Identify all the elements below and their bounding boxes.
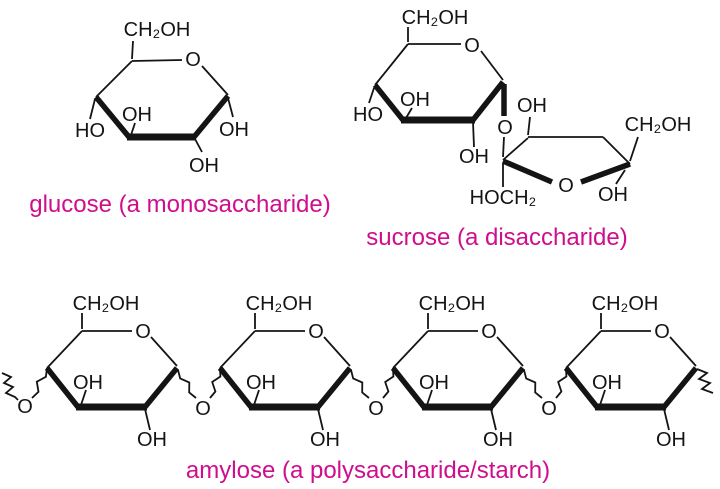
sucrose-fructose-ring: OH CH₂OH O OH HOCH₂ <box>470 95 692 209</box>
amylose-chain-terminals: O <box>1 367 714 418</box>
amylose-ring-4-bonds <box>563 313 699 431</box>
glycosidic-oxygen-label: O <box>497 117 513 139</box>
glycosidic-oxygen-label: O <box>368 398 384 420</box>
ch2oh-label: CH₂OH <box>402 7 469 29</box>
sucrose-glucose-ring: CH₂OH O OH HO OH O <box>353 7 513 168</box>
hydroxyl-label: OH <box>656 429 686 451</box>
ch2oh-label: CH₂OH <box>73 293 140 315</box>
hydroxyl-label: OH <box>73 372 103 394</box>
ring-oxygen-label: O <box>135 321 151 343</box>
sucrose-caption: sucrose (a disaccharide) <box>366 224 627 251</box>
amylose-ring-3-bonds <box>390 313 526 431</box>
glucose-caption: glucose (a monosaccharide) <box>29 191 331 218</box>
hydroxyl-label: OH <box>592 372 622 394</box>
amylose-ring-2-bonds <box>217 313 353 431</box>
amylose-ring-1: CH₂OH O OH OH <box>44 293 180 451</box>
hydroxyl-label: OH <box>517 95 547 117</box>
hydroxyl-label: OH <box>483 429 513 451</box>
amylose-ring-3: CH₂OH O OH OH <box>390 293 526 451</box>
ch2oh-label: CH₂OH <box>419 293 486 315</box>
amylose-structure: O CH₂OH O OH OH O C <box>1 293 714 451</box>
ring-oxygen-label: O <box>654 321 670 343</box>
ring-oxygen-label: O <box>464 35 480 57</box>
glycosidic-oxygen-label: O <box>541 398 557 420</box>
glycosidic-oxygen-label: O <box>195 398 211 420</box>
ch2oh-label: CH₂OH <box>625 114 692 136</box>
glycosidic-bridge-1: O <box>177 367 222 420</box>
glycosidic-bridge-3: O <box>523 367 568 420</box>
ch2oh-label: CH₂OH <box>592 293 659 315</box>
amylose-ring-2: CH₂OH O OH OH <box>217 293 353 451</box>
right-chain-squiggle <box>696 368 714 394</box>
amylose-ring-4: CH₂OH O OH OH <box>563 293 699 451</box>
ring-oxygen-label: O <box>185 49 201 71</box>
sucrose-glucose-bonds <box>368 27 507 158</box>
ch2oh-label: CH₂OH <box>124 19 191 41</box>
hydroxyl-label: HO <box>75 120 105 142</box>
glucose-structure: CH₂OH O OH HO OH OH <box>75 19 249 177</box>
hydroxyl-label: OH <box>419 372 449 394</box>
hydroxyl-label: OH <box>219 119 249 141</box>
sucrose-fructose-bonds <box>501 116 639 187</box>
hydroxyl-label: OH <box>122 104 152 126</box>
ring-oxygen-label: O <box>558 175 574 197</box>
hydroxyl-label: OH <box>137 429 167 451</box>
hydroxyl-label: OH <box>400 89 430 111</box>
ring-oxygen-label: O <box>308 321 324 343</box>
hydroxyl-label: OH <box>189 155 219 177</box>
amylose-caption: amylose (a polysaccharide/starch) <box>186 457 550 484</box>
left-chain-squiggle <box>1 372 19 401</box>
ch2oh-label: CH₂OH <box>246 293 313 315</box>
sucrose-structure: CH₂OH O OH HO OH O OH CH₂OH O OH HOCH₂ <box>353 7 691 209</box>
ring-oxygen-label: O <box>481 321 497 343</box>
hydroxyl-label: OH <box>598 184 628 206</box>
amylose-ring-1-bonds <box>44 313 180 431</box>
hoch2-label: HOCH₂ <box>470 187 537 209</box>
glucose-bonds <box>89 40 234 153</box>
glycosidic-oxygen-label: O <box>17 396 33 418</box>
glycosidic-bridge-2: O <box>350 367 395 420</box>
hydroxyl-label: OH <box>246 372 276 394</box>
hydroxyl-label: OH <box>459 146 489 168</box>
hydroxyl-label: HO <box>353 104 383 126</box>
hydroxyl-label: OH <box>310 429 340 451</box>
